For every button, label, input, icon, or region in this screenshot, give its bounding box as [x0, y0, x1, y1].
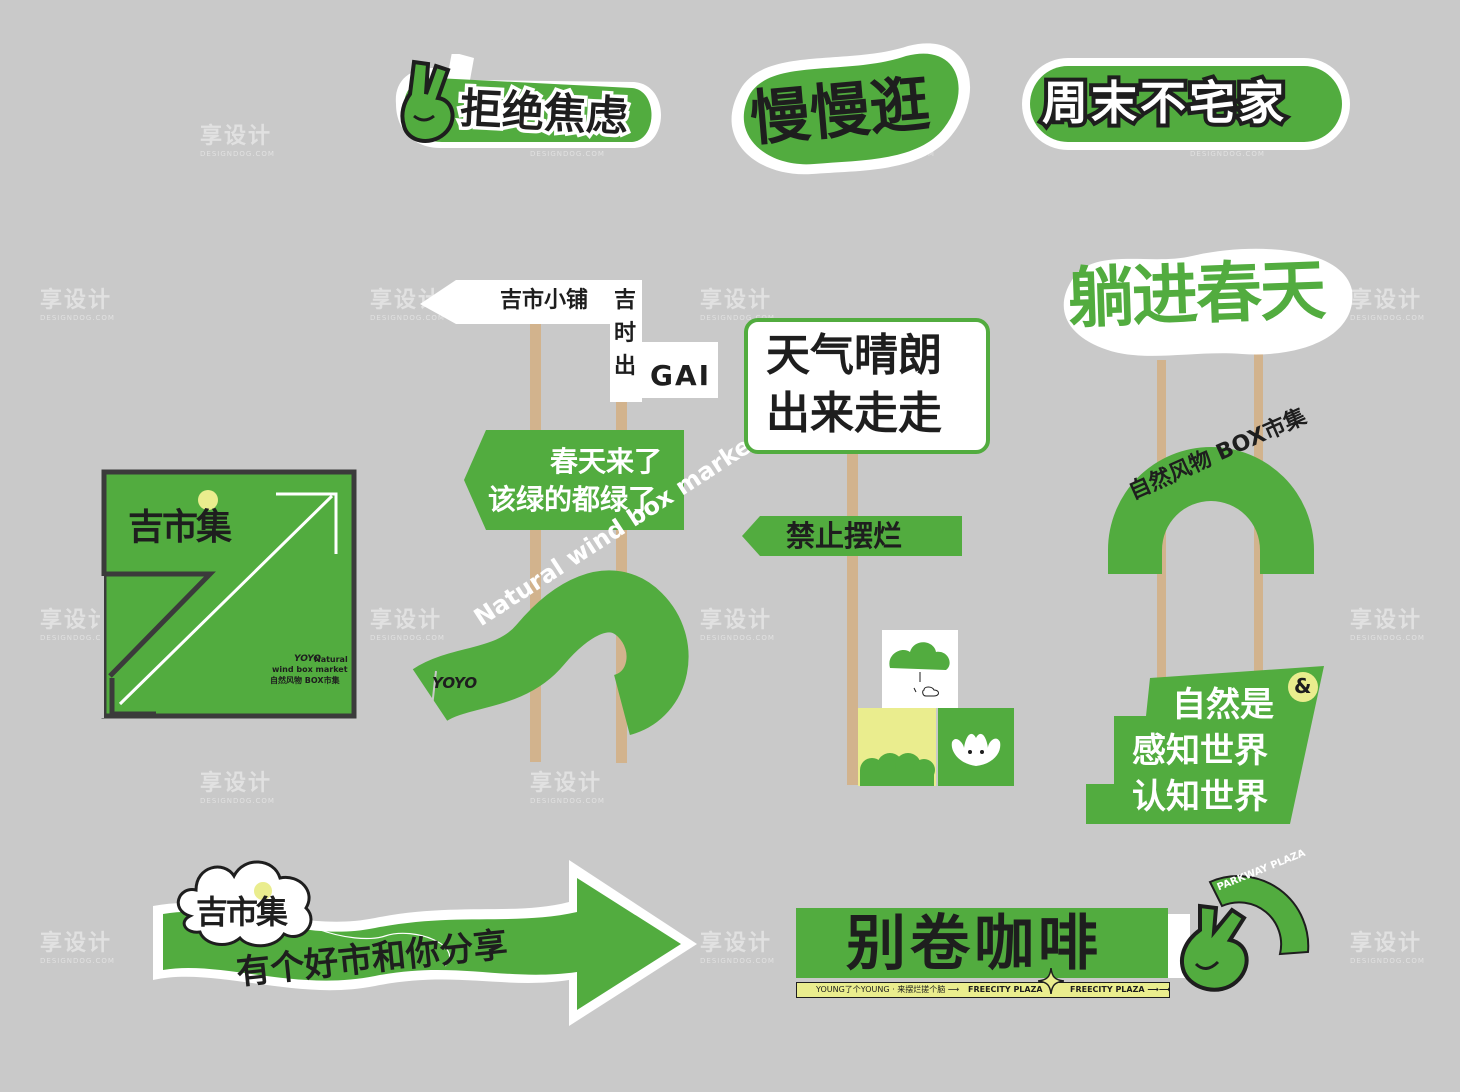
spring-arrow-board: [464, 430, 684, 530]
weekend-out-badge-inner: [1030, 66, 1342, 142]
bush-icon: [860, 753, 935, 786]
weather-line-2: 出来走走: [766, 388, 942, 439]
no-rot-arrow-board: [742, 516, 962, 556]
amp-text: &: [1294, 674, 1312, 698]
ticker-strip: [796, 982, 1170, 998]
weather-line-1: 天气晴朗: [766, 330, 942, 381]
sparkle-icon: [1038, 968, 1064, 994]
ticker-text-1: YOUNG了个YOUNG · 来摆烂搓个脑 ⟶: [816, 985, 960, 994]
spring-cloud-title: 躺进春天: [1066, 251, 1326, 338]
rainbow-arch: [1108, 447, 1314, 574]
up-right-arrow-sign: [100, 469, 357, 719]
banner-left-logo: 吉市集: [196, 893, 288, 931]
pole: [847, 440, 858, 785]
amp-circle: [1288, 672, 1318, 702]
weekend-out-text: 周末不宅家: [1038, 76, 1288, 130]
arrow-sign-logo: 吉市集: [128, 507, 232, 548]
shop-name-board: [420, 280, 718, 402]
arrow-sign-small-logo: YOYO: [294, 654, 322, 664]
ticker-text-2: FREECITY PLAZA: [968, 985, 1043, 994]
vertical-char-3: 出: [614, 354, 637, 379]
spring-line-2: 该绿的都绿了: [488, 483, 657, 516]
snake-ribbon: [412, 570, 689, 735]
stroll-slowly-text: 慢慢逛: [747, 69, 933, 155]
arrow-sign-small-line3: 自然风物 BOX市集: [270, 676, 340, 685]
cloud-icon: [889, 642, 950, 697]
spring-cloud-line-2: 感知世界: [1132, 731, 1268, 771]
logo-cloud: [176, 860, 313, 948]
spring-cloud-blob: [1063, 248, 1353, 356]
spring-cloud-line-3: 认知世界: [1132, 777, 1268, 817]
banner-right-title: 别卷咖啡: [846, 909, 1102, 979]
logo-sun: [254, 882, 272, 900]
vertical-char-2: 时: [614, 321, 637, 346]
spring-cloud-line-1: 自然是: [1172, 685, 1274, 725]
snake-logo: YOYO: [432, 674, 478, 692]
ticker-text-3: FREECITY PLAZA ⟶⟶: [1070, 985, 1171, 994]
spring-line-1: 春天来了: [550, 445, 663, 478]
logo-sun: [198, 490, 218, 510]
vertical-char-1: 吉: [614, 288, 637, 313]
gai-text: GAI: [650, 359, 712, 392]
weather-board: [744, 318, 990, 454]
no-rot-text: 禁止摆烂: [786, 519, 903, 553]
shop-name-text: 吉市小铺: [500, 288, 589, 313]
flower-icon: [951, 733, 1001, 766]
stroll-slowly-blob: [731, 43, 971, 175]
stair-board: [1086, 666, 1324, 824]
arrow-sign-small-line2: wind box market: [272, 665, 348, 674]
banner-right-board: [796, 908, 1168, 978]
refuse-anxiety-text: 拒绝焦虑: [455, 80, 632, 145]
arrow-sign-small-line1: Natural: [314, 655, 348, 664]
pole: [530, 300, 541, 762]
refuse-anxiety-badge-shape: [395, 54, 661, 148]
parkway-badge: [1180, 875, 1310, 992]
